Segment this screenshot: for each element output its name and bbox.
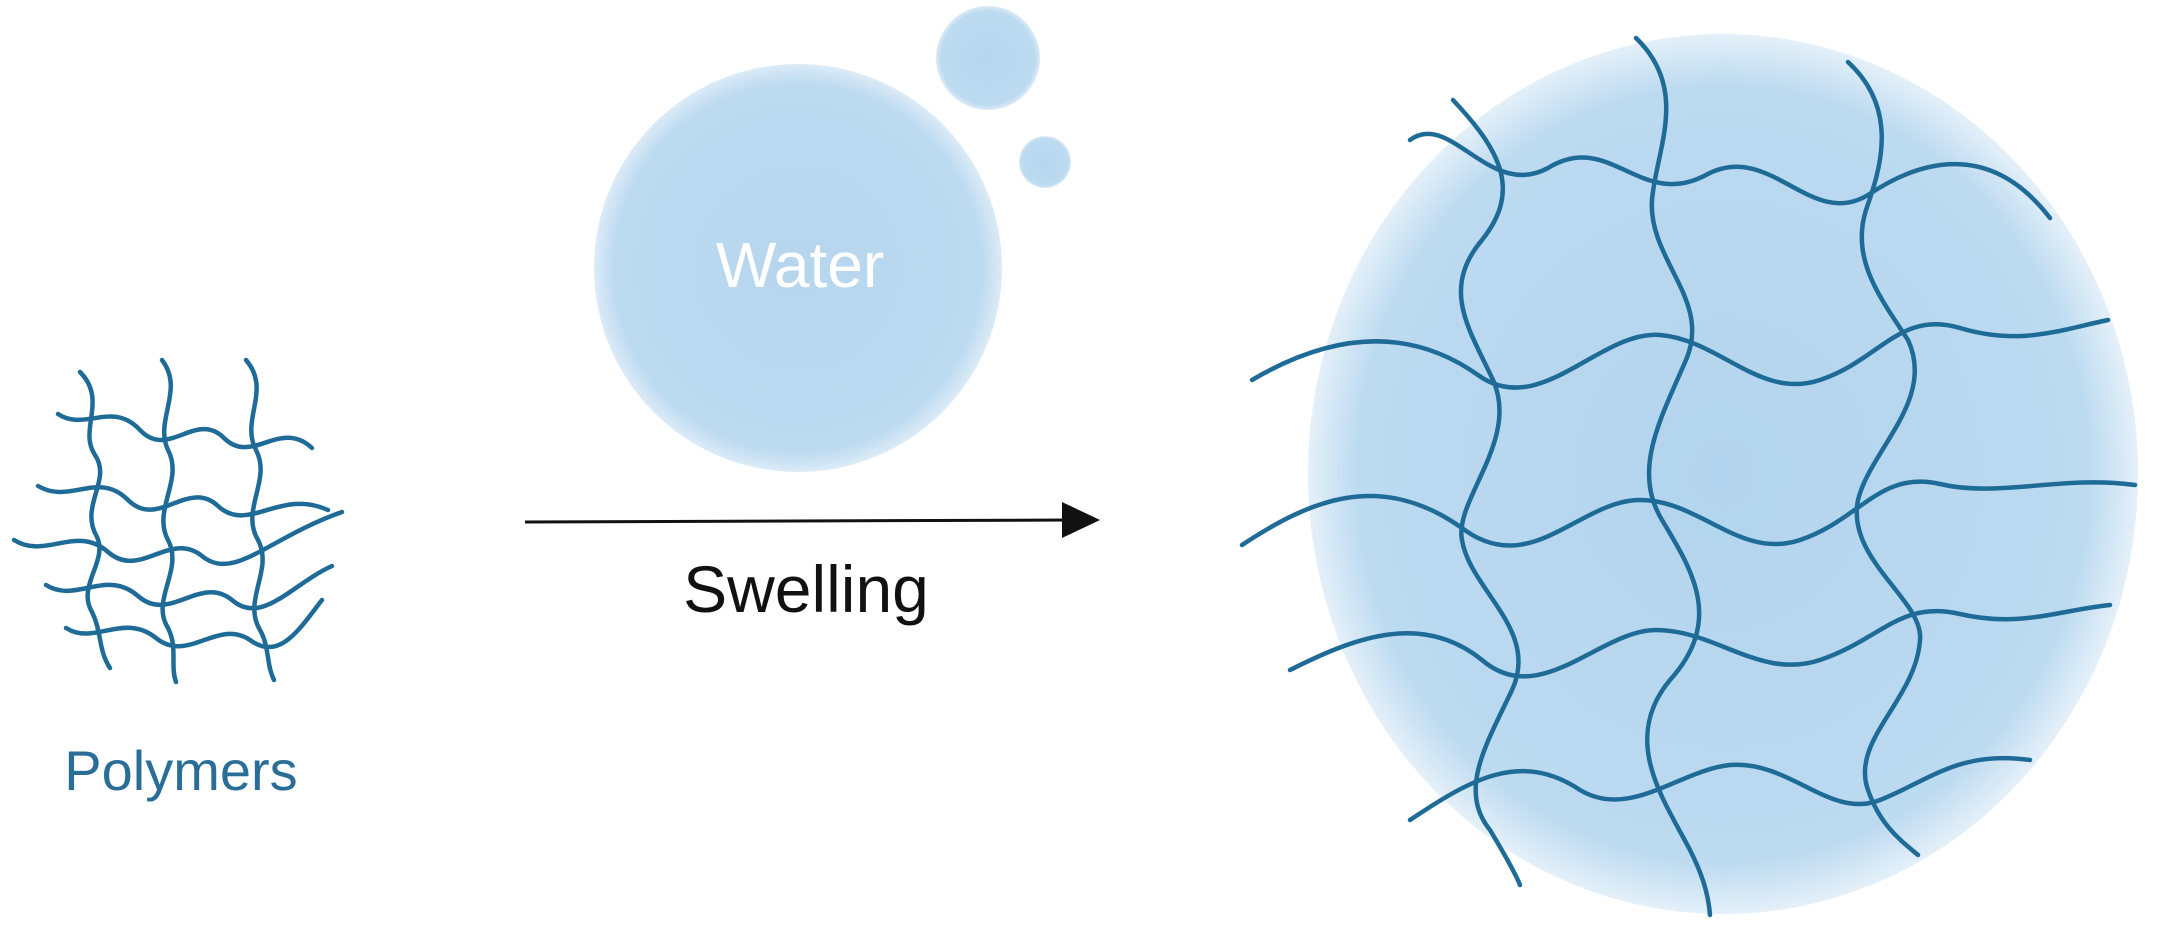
hydrogel <box>1239 34 2138 918</box>
swelling-label: Swelling <box>683 552 929 626</box>
water-droplet-large <box>594 64 1002 472</box>
polymer-network-icon <box>11 357 345 685</box>
water-label: Water <box>716 229 884 301</box>
arrow-shaft <box>524 518 1071 524</box>
hydrogel-water-body <box>1308 34 2138 914</box>
hydrogel-network-icon <box>1239 35 2138 918</box>
swelling-arrow: Swelling <box>524 502 1100 626</box>
polymers-label: Polymers <box>64 739 297 802</box>
water-droplet-small <box>1019 136 1071 188</box>
water-droplets: Water <box>594 6 1071 472</box>
water-droplet-medium <box>936 6 1040 110</box>
arrow-right-icon <box>1062 502 1100 538</box>
